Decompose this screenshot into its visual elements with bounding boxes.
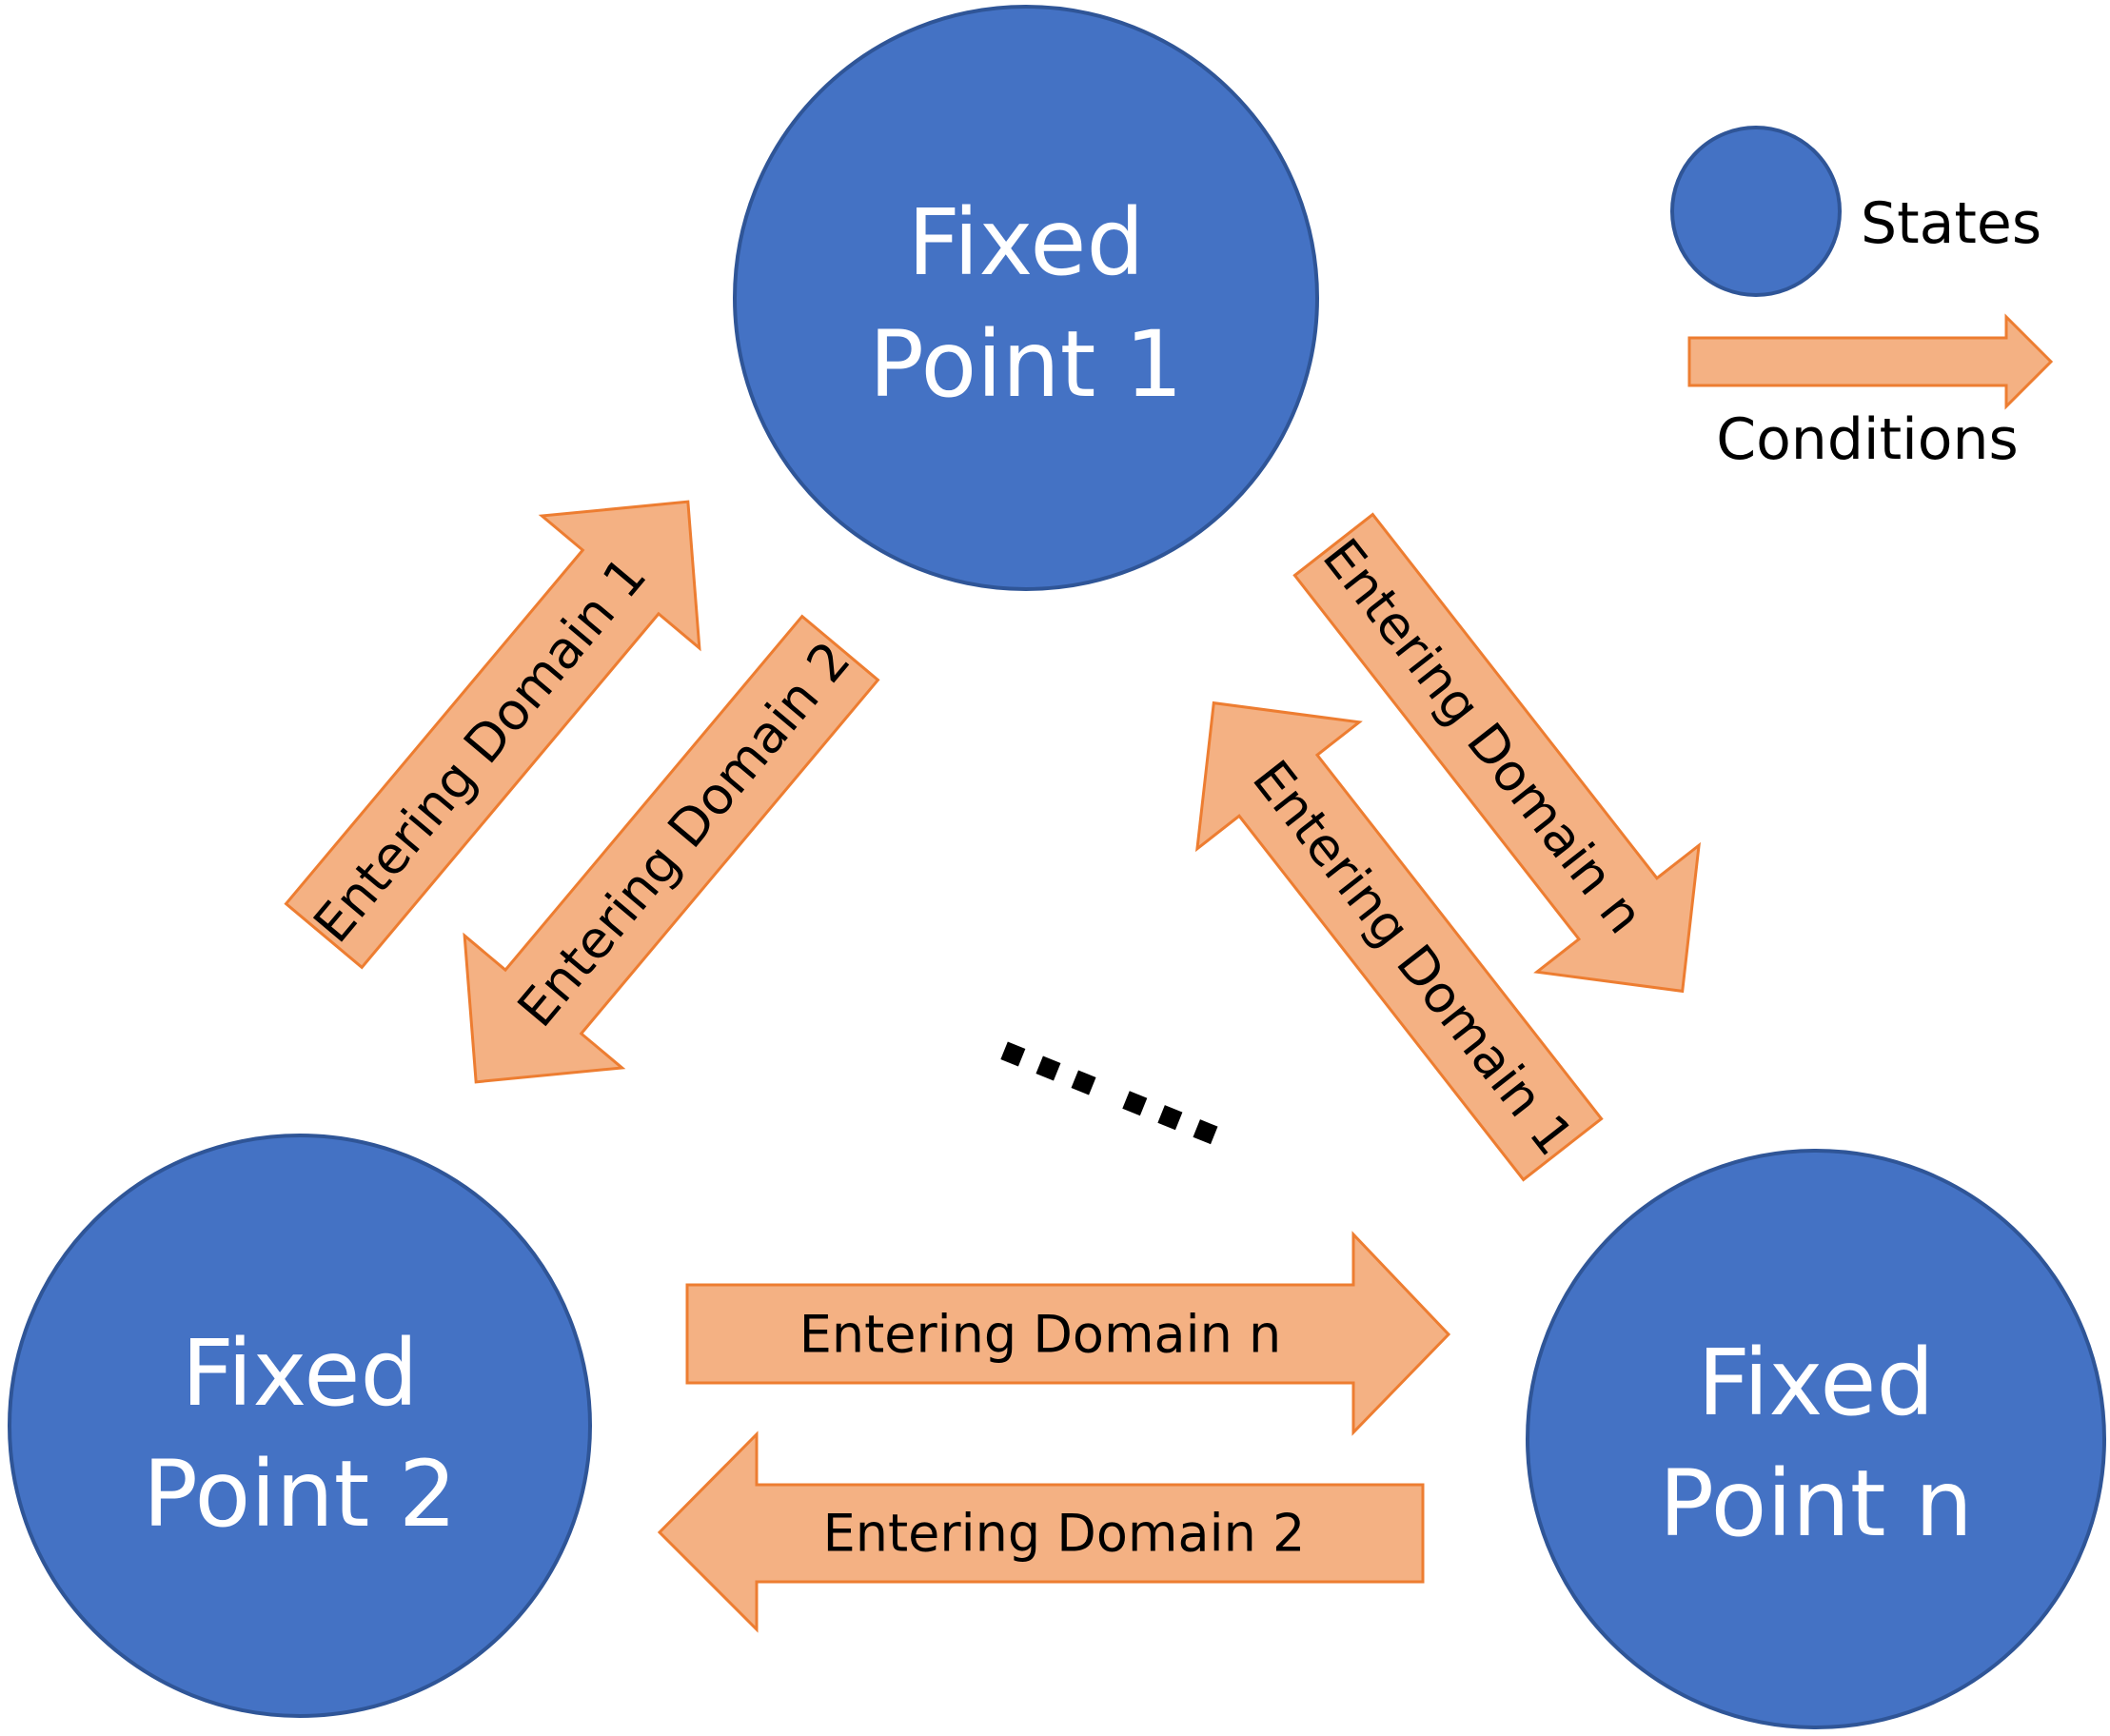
arrow-fp1-to-fpn-shape — [1292, 512, 1701, 994]
state-fixed-point-1-circle — [733, 5, 1319, 591]
ellipsis-dot — [1000, 1041, 1026, 1067]
arrow-fpn-to-fp2-shape — [657, 1430, 1425, 1633]
state-fixed-point-n-line2: Point n — [1659, 1450, 1973, 1557]
arrow-fp1-to-fp2: Entering Domain 2 — [463, 614, 880, 1084]
legend-condition-swatch — [1687, 313, 2054, 410]
legend-conditions-label: Conditions — [1716, 406, 2019, 473]
state-fixed-point-1: Fixed Point 1 — [733, 5, 1319, 591]
ellipsis-dot — [1071, 1070, 1096, 1095]
state-fixed-point-n: Fixed Point n — [1526, 1149, 2106, 1729]
legend-state-swatch — [1670, 126, 1842, 297]
arrow-fpn-to-fp1-shape — [1195, 700, 1604, 1182]
ellipsis-dot — [1122, 1091, 1148, 1116]
legend: States Conditions — [1670, 126, 2054, 473]
ellipsis-more-states — [1000, 1041, 1218, 1145]
state-fixed-point-n-circle — [1526, 1149, 2106, 1729]
state-fixed-point-1-line1: Fixed — [908, 189, 1145, 296]
arrow-fpn-to-fp2-label: Entering Domain 2 — [823, 1504, 1306, 1564]
state-fixed-point-2-line2: Point 2 — [143, 1441, 457, 1548]
ellipsis-dot — [1157, 1105, 1183, 1131]
state-fixed-point-2-circle — [8, 1134, 592, 1718]
ellipsis-dot — [1193, 1119, 1218, 1145]
arrow-fp2-to-fpn-label: Entering Domain n — [799, 1305, 1282, 1365]
arrow-fp1-to-fp2-shape — [463, 614, 880, 1084]
state-fixed-point-1-line2: Point 1 — [869, 311, 1183, 418]
arrow-fp1-to-fpn: Entering Domain n — [1292, 512, 1701, 994]
legend-states-label: States — [1861, 190, 2041, 257]
ellipsis-dot — [1035, 1055, 1061, 1081]
state-fixed-point-2-line1: Fixed — [182, 1320, 419, 1427]
state-fixed-point-2: Fixed Point 2 — [8, 1134, 592, 1718]
state-fixed-point-n-line1: Fixed — [1698, 1330, 1935, 1436]
arrow-fp2-to-fp1: Entering Domain 1 — [284, 500, 701, 970]
arrow-fp2-to-fpn-shape — [685, 1231, 1451, 1436]
arrow-fp2-to-fp1-shape — [284, 500, 701, 970]
